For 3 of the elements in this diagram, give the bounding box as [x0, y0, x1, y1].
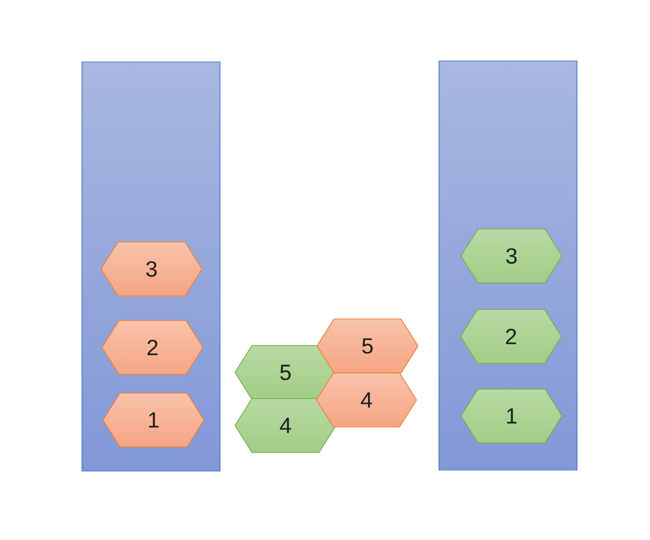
hexagon-box: 5	[316, 318, 418, 374]
hexagon-box: 4	[234, 398, 336, 453]
hexagon-box: 4	[316, 372, 417, 428]
